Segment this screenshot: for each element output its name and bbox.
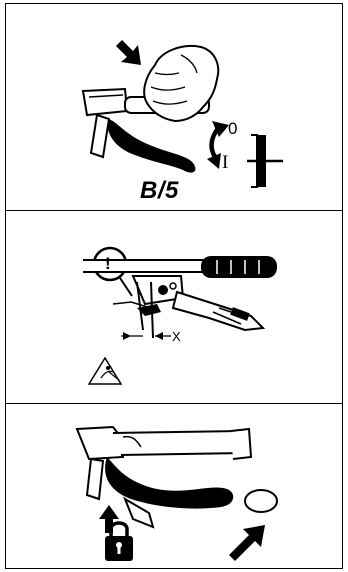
tool-body (83, 89, 127, 115)
switch-off-symbol: 0 (228, 120, 237, 137)
gap-adjust-illustration (5, 212, 343, 402)
lock-illustration (5, 405, 343, 569)
panel-gap-adjust: ! X (5, 212, 343, 402)
trigger-lever (108, 119, 196, 173)
tool-lever (173, 292, 263, 330)
panel-lock (5, 405, 343, 569)
tool-front-grip (87, 459, 103, 499)
caution-symbol: ! (105, 255, 111, 272)
panel-divider (5, 403, 343, 404)
up-arrow-icon (99, 505, 119, 533)
o-ring-icon (245, 490, 277, 512)
panel-switch-trigger: 0 I B/5 (5, 3, 343, 210)
push-arrow-icon (116, 40, 141, 65)
figure-caption: B/5 (140, 179, 179, 203)
insert-arrow-icon (229, 525, 265, 561)
warning-triangle-icon (89, 358, 121, 384)
trigger-lever (105, 457, 233, 509)
panel-divider (5, 210, 343, 211)
gap-label: X (172, 330, 181, 343)
tool-barrel (83, 260, 203, 272)
switch-on-symbol: I (222, 153, 228, 172)
tool-front-grip (91, 115, 109, 157)
tool-grip (201, 256, 277, 278)
tool-handle (113, 431, 245, 455)
padlock-icon (111, 523, 127, 537)
tool-body (77, 427, 123, 459)
